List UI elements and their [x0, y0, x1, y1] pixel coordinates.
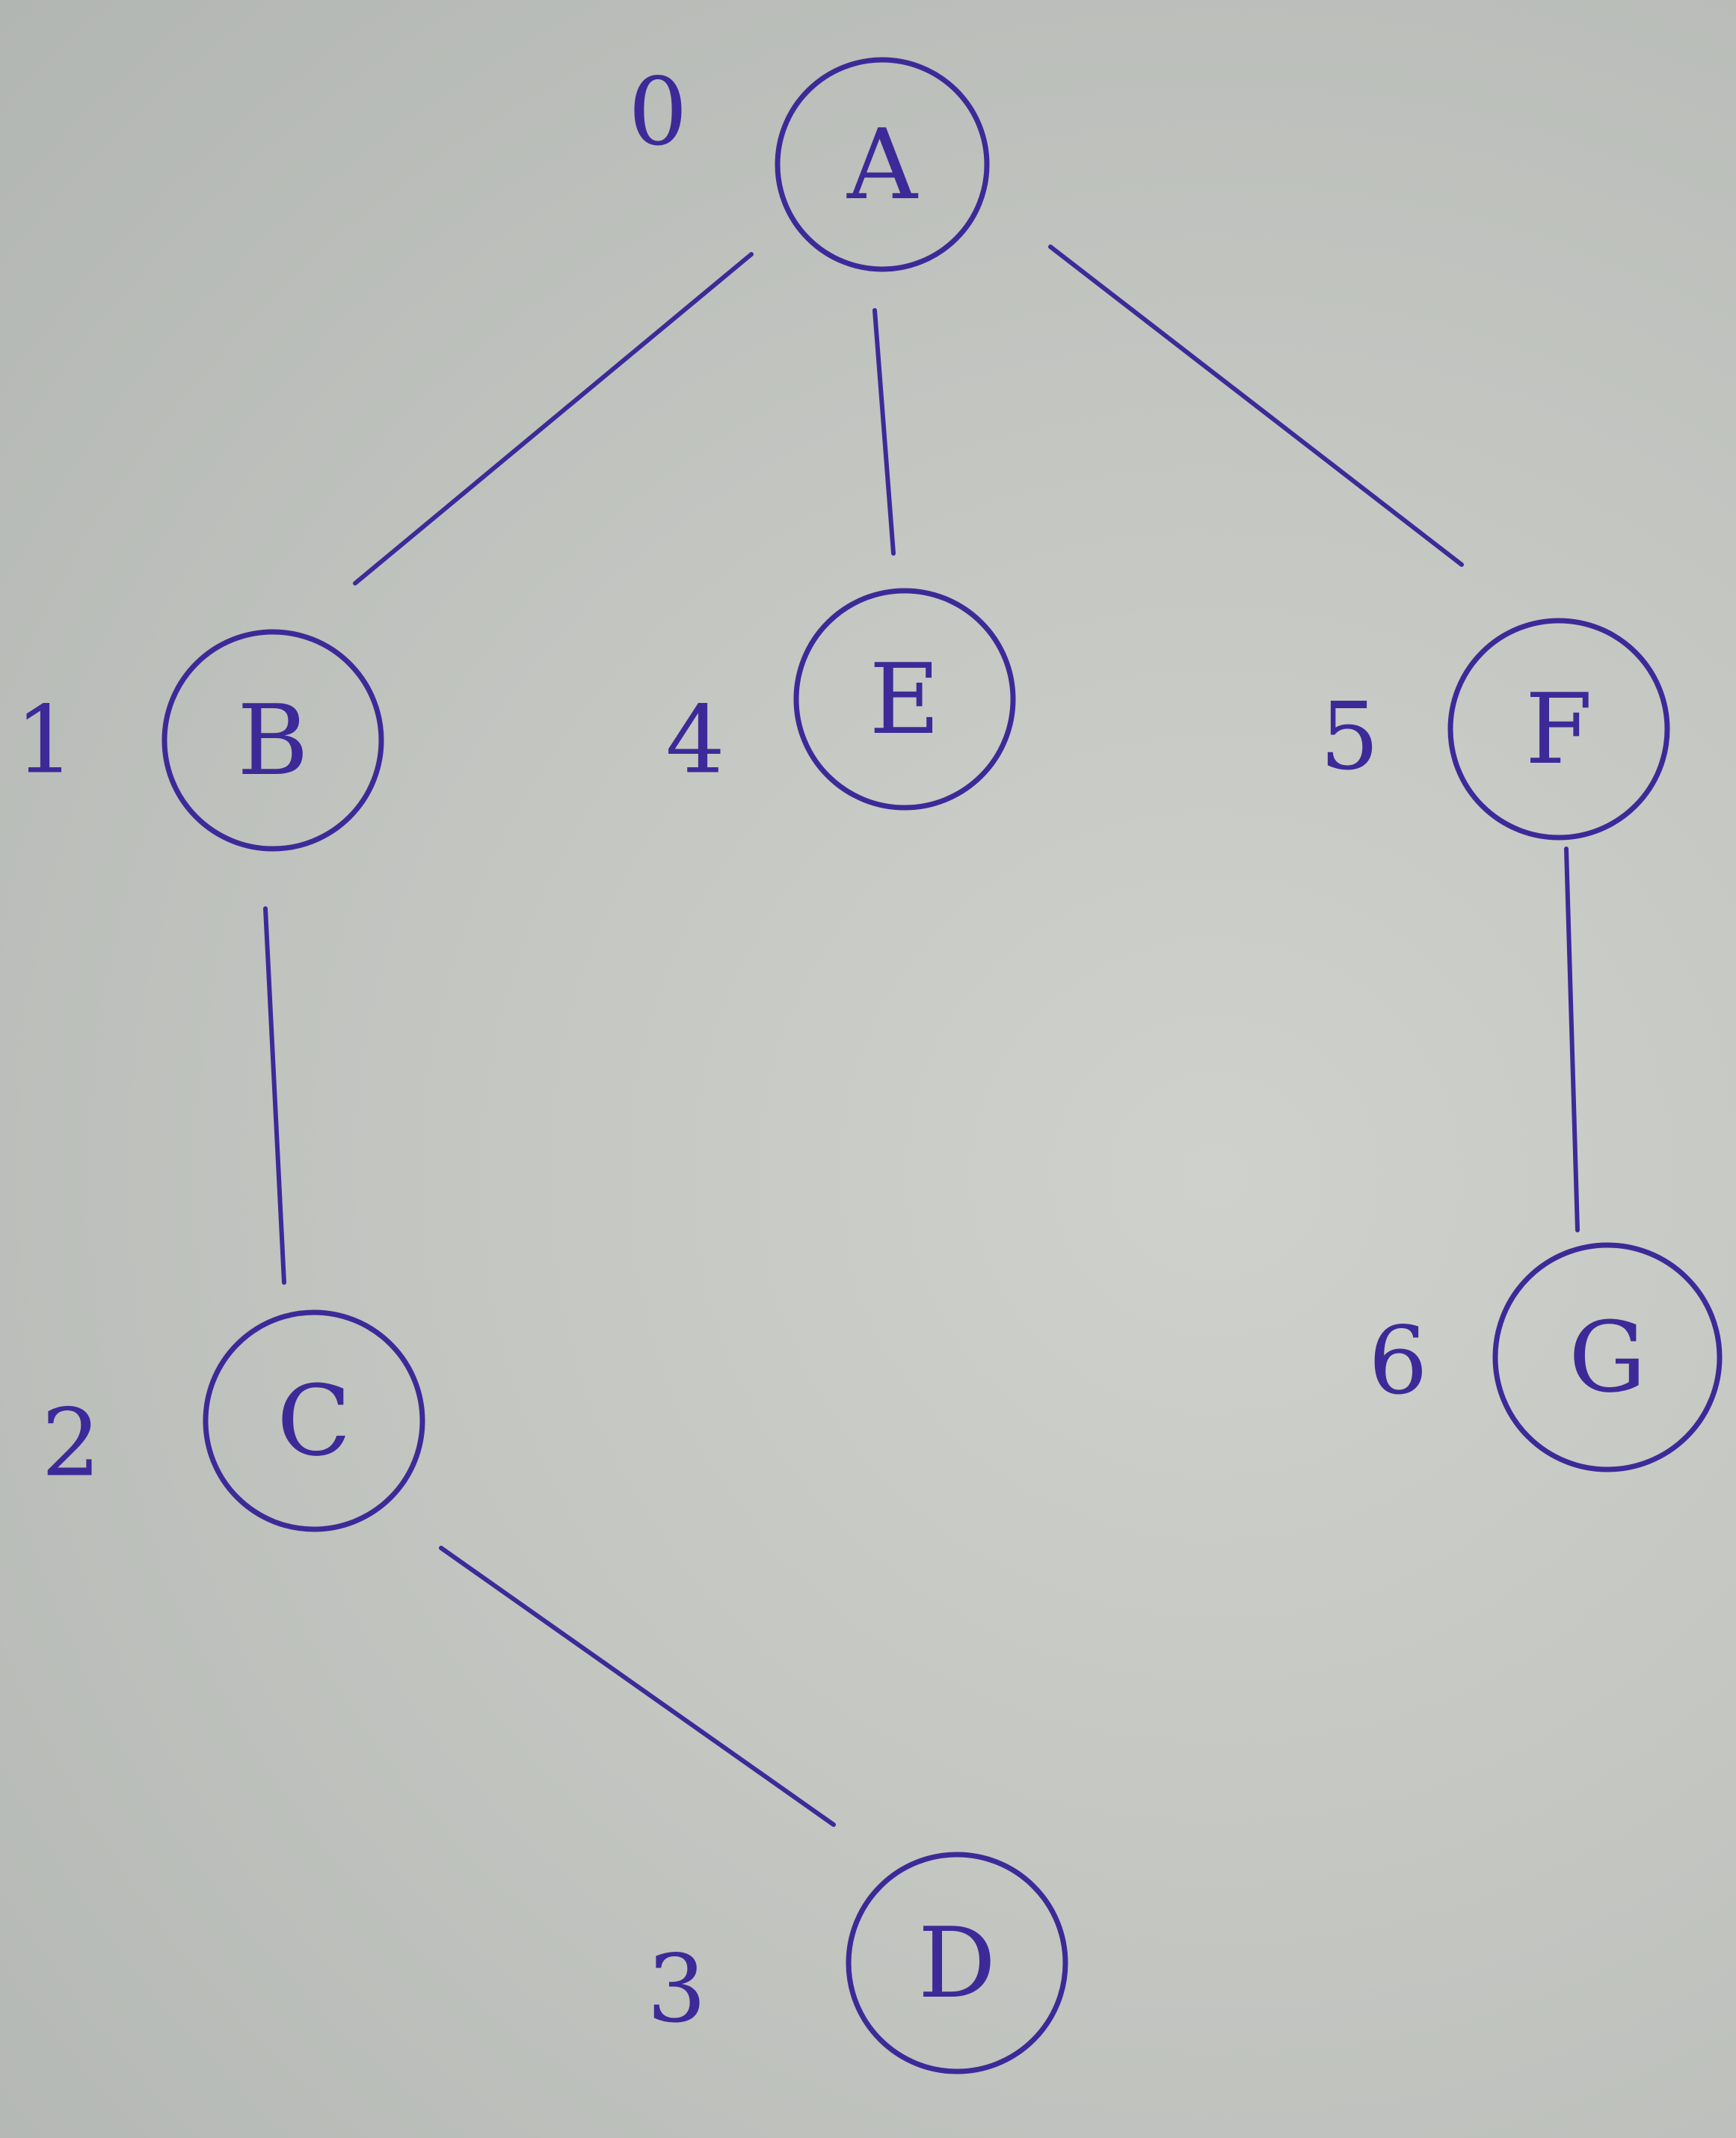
order-label-c: 2: [41, 1389, 101, 1498]
node-label-e: E: [869, 642, 941, 756]
node-label-d: D: [918, 1906, 996, 2020]
node-label-b: B: [237, 684, 309, 797]
edge-a-f: [1048, 245, 1464, 567]
order-label-f: 5: [1320, 683, 1379, 791]
node-circle-e: [793, 588, 1016, 811]
node-label-a: A: [846, 108, 919, 221]
node-circle-b: [161, 629, 384, 852]
node-a: A0: [628, 57, 990, 272]
node-d: D3: [647, 1852, 1068, 2074]
node-circle-d: [846, 1852, 1068, 2074]
edge-b-c: [263, 906, 286, 1285]
edge-a-b: [353, 252, 754, 586]
edge-f-g: [1564, 847, 1580, 1232]
node-label-g: G: [1569, 1300, 1646, 1414]
node-circle-c: [203, 1309, 425, 1532]
node-circle-g: [1492, 1242, 1723, 1472]
node-g: G6: [1368, 1242, 1723, 1472]
node-e: E4: [665, 588, 1016, 811]
edges-group: [263, 245, 1580, 1827]
node-c: C2: [41, 1309, 425, 1532]
node-f: F5: [1320, 618, 1670, 841]
node-label-f: F: [1525, 672, 1592, 786]
node-label-c: C: [277, 1364, 351, 1478]
order-label-a: 0: [628, 58, 688, 167]
node-b: B1: [15, 629, 384, 852]
node-circle-a: [775, 57, 990, 272]
edge-c-d: [439, 1546, 836, 1827]
order-label-e: 4: [665, 686, 725, 795]
order-label-g: 6: [1368, 1307, 1428, 1416]
order-label-d: 3: [647, 1935, 707, 2044]
edge-a-e: [872, 308, 896, 556]
order-label-b: 1: [15, 686, 75, 795]
node-circle-f: [1447, 618, 1670, 841]
